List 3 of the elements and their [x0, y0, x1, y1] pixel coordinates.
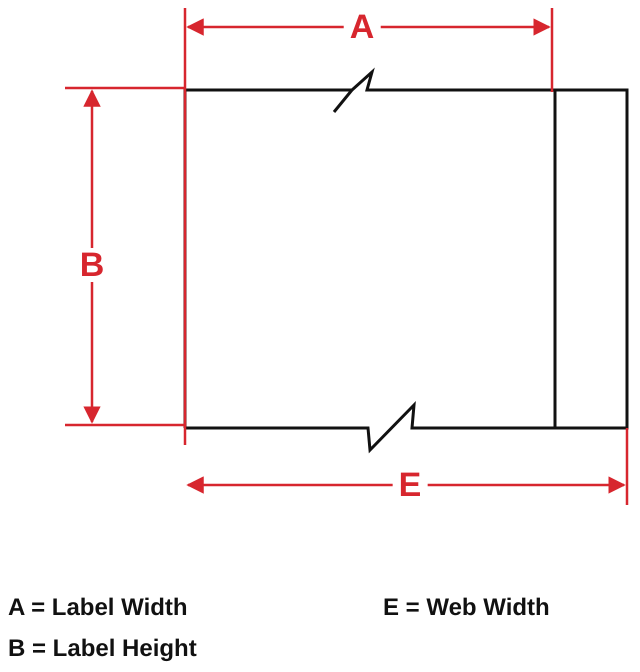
legend-text: E = Web Width [383, 596, 550, 620]
legend-text: B = Label Height [8, 637, 197, 661]
legend-text: A = Label Width [8, 596, 188, 620]
